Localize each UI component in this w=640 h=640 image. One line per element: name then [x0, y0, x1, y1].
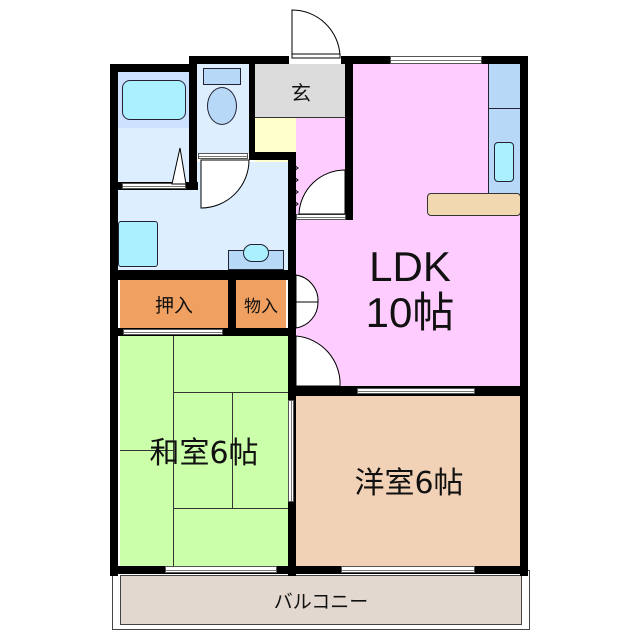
- window: [341, 566, 475, 573]
- ldk-size: 10帖: [365, 289, 455, 336]
- washitsu-label: 和室6帖: [149, 436, 259, 471]
- storage-closet: [236, 280, 286, 328]
- sink: [494, 142, 514, 182]
- wall: [189, 56, 197, 188]
- window: [165, 566, 277, 573]
- window: [390, 56, 482, 64]
- entrance-floor: [255, 64, 347, 118]
- wall: [249, 56, 255, 156]
- door-sill: [122, 183, 186, 189]
- entrance-label: 玄: [291, 80, 311, 105]
- youshitsu: [296, 396, 522, 568]
- oshiire: [120, 280, 228, 328]
- washitsu: [120, 336, 288, 568]
- tatami-lines: [120, 336, 288, 568]
- oshiire-label: 押入: [154, 294, 193, 317]
- window: [123, 329, 223, 335]
- sliding-door[interactable]: [288, 400, 294, 502]
- toilet-tank: [203, 68, 241, 85]
- toilet-bowl: [207, 87, 237, 125]
- youshitsu-label: 洋室6帖: [354, 466, 464, 501]
- wall: [110, 270, 296, 280]
- bathtub: [122, 80, 186, 120]
- wall: [189, 56, 289, 64]
- wall: [288, 152, 296, 576]
- wash-basin-bowl: [243, 244, 269, 262]
- ldk-title: LDK: [369, 243, 451, 290]
- washing-machine: [118, 221, 158, 267]
- wall: [249, 152, 291, 160]
- wall: [110, 64, 192, 72]
- window: [357, 388, 475, 394]
- storage-label: 物入: [244, 296, 278, 317]
- wall: [110, 64, 118, 576]
- wall: [110, 566, 528, 574]
- balcony-label: バルコニー: [273, 590, 369, 613]
- wall: [520, 56, 528, 576]
- balcony: [120, 575, 522, 625]
- kitchen-divider: [488, 108, 520, 109]
- wall: [228, 278, 236, 336]
- door-sill: [198, 153, 248, 159]
- wall: [345, 56, 353, 220]
- ldk-label: LDK 10帖: [320, 240, 500, 340]
